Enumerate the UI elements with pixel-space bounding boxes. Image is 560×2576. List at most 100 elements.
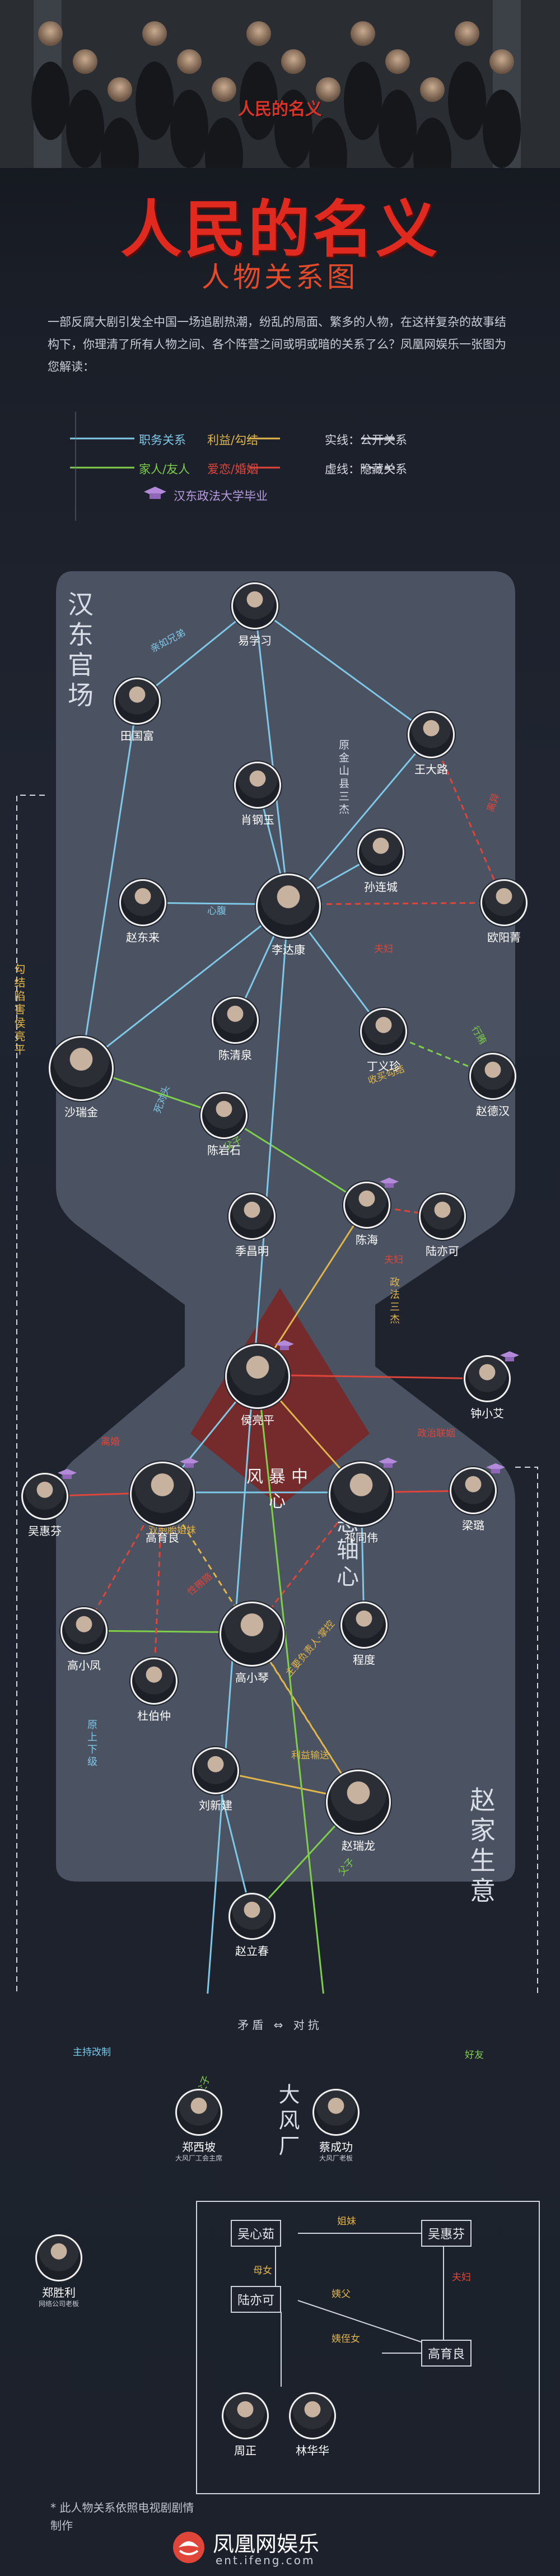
avatar	[175, 2089, 222, 2136]
person-gao-xiaoqin: 高小琴	[218, 1602, 286, 1685]
edge-label-couple: 夫妇	[374, 944, 393, 955]
page-subtitle: 人物关系图	[202, 261, 358, 293]
edge-label-gold-triangle: 原金山县三杰	[337, 739, 349, 816]
avatar	[480, 879, 528, 926]
graduation-cap-icon	[500, 1351, 519, 1361]
graduation-cap-icon	[144, 487, 166, 499]
region-officialdom: 汉东官场	[64, 591, 94, 712]
person-wang-dalu: 王大路	[404, 711, 458, 777]
avatar	[360, 1008, 407, 1055]
hidden-relation-loop	[16, 795, 538, 1994]
officialdom-panel	[56, 571, 515, 1882]
avatar	[212, 997, 259, 1044]
avatar	[200, 1092, 248, 1139]
avatar	[289, 2392, 336, 2439]
relation-edge-36	[207, 904, 290, 1994]
avatar	[228, 1893, 276, 1940]
family-label-sisters: 姐妹	[337, 2216, 356, 2227]
logo-text: 凤凰网娱乐	[213, 2532, 320, 2556]
legend-lines	[70, 412, 395, 521]
relation-edge-7	[288, 902, 505, 906]
avatar	[60, 1607, 108, 1654]
person-name: 梁璐	[462, 1519, 484, 1532]
legend-duty: 职务关系	[139, 433, 186, 447]
relation-edge-15	[223, 1114, 367, 1206]
cast-member-figure	[101, 77, 139, 168]
relation-edge-14	[430, 734, 505, 903]
edge-label-li-zhao: 原上下级	[86, 1719, 97, 1768]
legend-solid: 实线：公开关系	[325, 433, 407, 447]
avatar	[469, 1053, 516, 1100]
cast-member-figure	[66, 49, 104, 168]
avatar	[357, 829, 404, 876]
person-name: 郑西坡	[182, 2140, 216, 2154]
person-name: 高小凤	[67, 1659, 101, 1672]
family-wu-huifen: 吴惠芬	[421, 2220, 472, 2247]
person-du-bozhong: 杜伯仲	[127, 1658, 181, 1723]
legend-graduate: 汉东政法大学毕业	[174, 489, 268, 503]
legend-interest: 利益/勾结	[207, 433, 259, 447]
edge-label-zheng-cai: 好友	[465, 2050, 484, 2061]
cast-member-figure	[31, 21, 69, 140]
avatar	[225, 1344, 290, 1409]
family-label-aunt: 姨父	[332, 2289, 351, 2300]
region-zhao-business: 赵家生意	[466, 1786, 496, 1907]
person-name: 田国富	[120, 729, 154, 743]
ifeng-logo[interactable]: 凤凰网娱乐 ent.ifeng.com	[171, 2527, 406, 2569]
family-lin-huahua: 林华华	[287, 2392, 338, 2458]
person-name: 陈海	[356, 1233, 378, 1247]
conflict-label: 矛盾 ⇔ 对抗	[237, 2018, 323, 2032]
family-wu-xinru: 吴心茹	[231, 2220, 282, 2247]
relation-edge-16	[256, 1205, 368, 1375]
legend-dashed: 虚线：隐藏关系	[325, 463, 407, 476]
family-gao-yuliang: 高育良	[421, 2340, 472, 2367]
relation-edge-11	[80, 701, 138, 1067]
person-role: 大风厂老板	[319, 2154, 353, 2162]
person-name: 赵瑞龙	[342, 1839, 375, 1852]
cast-member-figure	[136, 21, 174, 140]
person-cheng-du: 程度	[337, 1602, 391, 1667]
person-name: 陆亦可	[426, 1244, 459, 1258]
edge-label-gao-xiaofeng: 双胞胎姐妹	[148, 1525, 196, 1536]
cast-banner: 人民的名义	[0, 0, 560, 168]
cast-photo-illustration	[0, 0, 560, 168]
graduation-cap-icon	[380, 1178, 399, 1188]
person-name: 陈岩石	[207, 1144, 241, 1157]
person-role: 网络公司老板	[38, 2300, 79, 2308]
person-sha-ruijin: 沙瑞金	[48, 1036, 115, 1119]
person-chen-qingquan: 陈清泉	[208, 997, 262, 1062]
person-name: 郑胜利	[42, 2286, 76, 2299]
edge-label-hou-chen: 政法三杰	[388, 1277, 400, 1326]
relation-edge-24	[83, 1492, 164, 1631]
legend-family: 家人/友人	[139, 463, 190, 476]
family-lines	[275, 2233, 444, 2387]
person-tian-guofu: 田国富	[110, 678, 164, 743]
avatar	[256, 874, 321, 939]
person-zheng-shengli: 郑胜利网络公司老板	[32, 2234, 86, 2308]
person-name: 赵东来	[126, 931, 160, 944]
avatar	[464, 1355, 511, 1402]
region-factory: 大风厂	[275, 2083, 300, 2160]
person-zhao-dehan: 赵德汉	[466, 1053, 520, 1118]
person-zheng-xipo: 郑西坡大风厂工会主席	[172, 2089, 226, 2163]
cast-member-figure	[413, 77, 451, 168]
cast-member-figure	[483, 49, 521, 168]
edge-label-wu-gao: 离婚	[101, 1436, 120, 1448]
relation-edge-10	[81, 903, 289, 1068]
relation-edge-3	[287, 734, 432, 905]
legend: 职务关系 利益/勾结 实线：公开关系 家人/友人 爱恋/婚姻 虚线：隐藏关系 汉…	[34, 412, 526, 521]
avatar	[340, 1602, 388, 1649]
person-xiao-gangyu: 肖钢玉	[231, 762, 284, 827]
relation-edge-0	[137, 605, 255, 702]
person-qi-tongwei: 祁同伟	[328, 1458, 398, 1545]
cast-member-figure	[274, 49, 312, 168]
person-liang-lu: 梁璐	[446, 1463, 505, 1533]
person-ji-changming: 季昌明	[225, 1193, 279, 1258]
avatar	[312, 2089, 360, 2136]
cast-member-figure	[379, 49, 417, 168]
person-cai-chenggong: 蔡成功大风厂老板	[309, 2089, 363, 2163]
person-ouyang-jing: 欧阳菁	[477, 879, 531, 945]
person-name: 沙瑞金	[64, 1105, 98, 1119]
family-lu-yike: 陆亦可	[231, 2286, 282, 2313]
